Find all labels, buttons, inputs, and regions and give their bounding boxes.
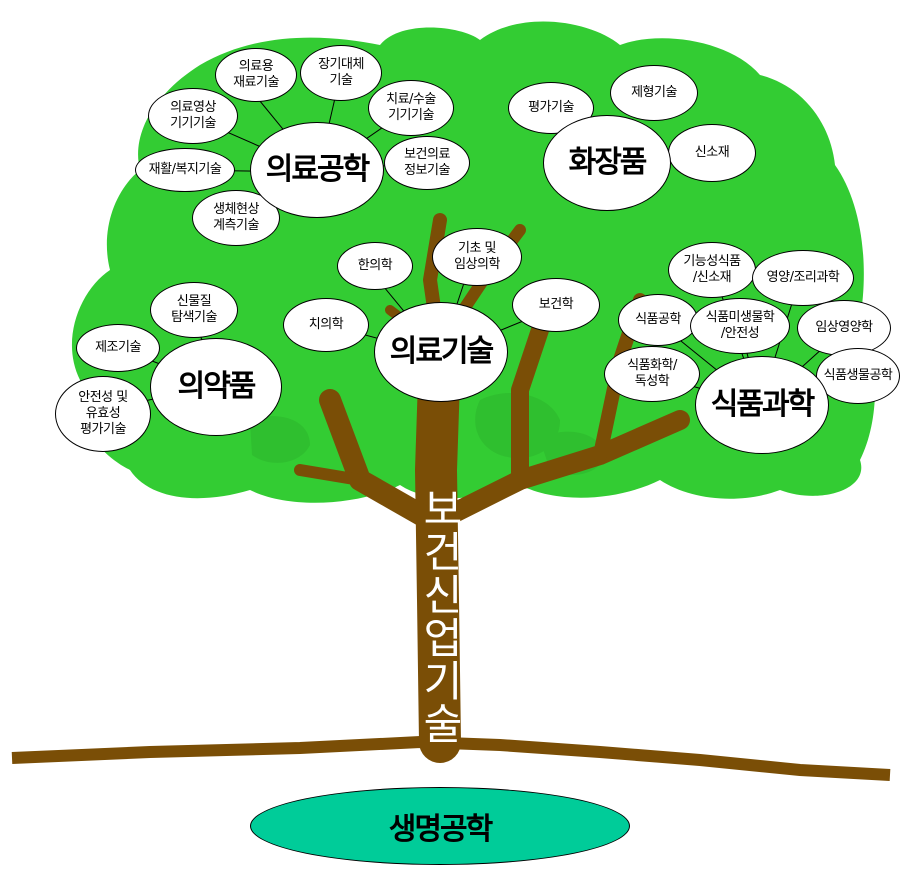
node-dentistry: 치의학 — [283, 298, 369, 352]
node-cosmetics-formulation: 제형기술 — [610, 65, 698, 121]
node-organ-replacement: 장기대체 기술 — [300, 45, 382, 101]
root-label: 생명공학 — [388, 812, 493, 847]
node-treatment-devices: 치료/수술 기기기술 — [368, 80, 454, 136]
node-substance-discovery: 신물질 탐색기술 — [150, 282, 238, 338]
node-basic-clinical: 기초 및 임상의학 — [432, 228, 522, 286]
node-food-science: 식품과학 — [695, 356, 829, 454]
node-food-chemistry: 식품화학/ 독성학 — [604, 346, 700, 402]
ground-line — [11, 735, 891, 781]
trunk-label: 보 건 신 업 기 술 — [423, 485, 463, 749]
node-medical-materials: 의료용 재료기술 — [215, 48, 297, 102]
node-cosmetics-new-material: 신소재 — [668, 124, 756, 182]
node-cosmetics: 화장품 — [543, 115, 671, 211]
node-rehab-welfare: 재활/복지기술 — [135, 148, 235, 192]
node-pharmaceuticals: 의약품 — [150, 338, 282, 436]
branch-right-mid — [511, 321, 549, 489]
node-korean-medicine: 한의학 — [337, 242, 413, 290]
root-biotechnology: 생명공학 — [250, 787, 630, 865]
branch-right-low — [440, 410, 690, 525]
node-food-microbiology: 식품미생물학 /안전성 — [690, 298, 790, 354]
node-clinical-nutrition: 임상영양학 — [797, 300, 891, 356]
node-medical-technology: 의료기술 — [374, 302, 508, 402]
node-medical-engineering: 의료공학 — [250, 122, 384, 218]
node-public-health: 보건학 — [512, 278, 600, 332]
node-food-engineering: 식품공학 — [618, 294, 698, 346]
node-manufacturing: 제조기술 — [76, 324, 160, 372]
node-medical-imaging: 의료영상 기기기술 — [148, 88, 238, 144]
branch-left-twig — [294, 464, 366, 486]
node-nutrition-cooking: 영양/조리과학 — [752, 250, 854, 306]
node-functional-food: 기능성식품 /신소재 — [668, 242, 756, 298]
node-food-biotech: 식품생물공학 — [816, 348, 900, 404]
trunk — [415, 329, 461, 763]
node-safety-efficacy: 안전성 및 유효성 평가기술 — [55, 376, 151, 452]
node-health-info: 보건의료 정보기술 — [384, 136, 470, 190]
